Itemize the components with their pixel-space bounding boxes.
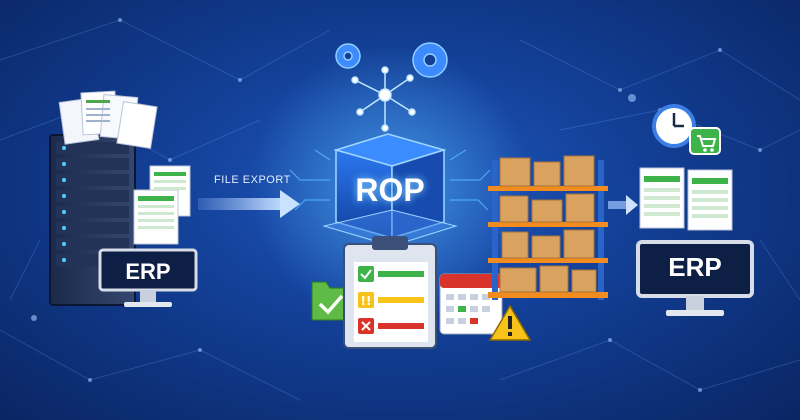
- file-export-label: FILE EXPORT: [214, 174, 291, 186]
- network-node-icon: [351, 66, 416, 132]
- monitor-icon: [98, 248, 198, 307]
- warehouse-shelf-icon: [488, 155, 608, 300]
- calendar-icon: [439, 273, 503, 335]
- arrow-right-icon: [608, 195, 638, 215]
- warning-icon: [488, 304, 532, 341]
- gear-icon: [335, 42, 448, 78]
- folder-check-icon: [311, 281, 351, 321]
- shopping-cart-icon: [689, 127, 721, 155]
- circuit-traces: [289, 149, 491, 211]
- erp-left-label: ERP: [125, 259, 171, 284]
- cube-icon: [322, 133, 458, 247]
- rop-label: ROP: [355, 172, 425, 208]
- spreadsheet-icon: [133, 165, 191, 245]
- checklist-clipboard-icon: !!: [343, 236, 437, 349]
- svg-text:!!: !!: [361, 294, 372, 308]
- spreadsheet-icon: [639, 167, 733, 231]
- monitor-icon: [636, 240, 754, 316]
- erp-right-label: ERP: [668, 252, 722, 282]
- document-stack-icon: [58, 90, 158, 149]
- clock-icon: [652, 104, 696, 148]
